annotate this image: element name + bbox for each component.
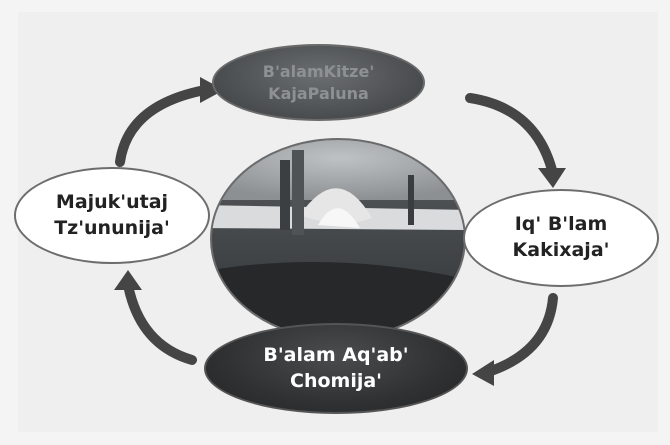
node-right: Iq' B'lam Kakixaja': [463, 189, 659, 287]
node-right-line1: Iq' B'lam: [515, 212, 608, 238]
node-top-line2: KajaPaluna: [268, 83, 369, 105]
node-left-line2: Tz'ununija': [54, 216, 170, 242]
node-left-line1: Majuk'utaj: [56, 190, 168, 216]
node-right-line2: Kakixaja': [513, 238, 610, 264]
node-bottom-line1: B'alam Aq'ab': [263, 343, 408, 369]
node-top: B'alamKitze' KajaPaluna: [212, 44, 425, 121]
node-bottom: B'alam Aq'ab' Chomija': [204, 323, 468, 414]
node-bottom-line2: Chomija': [290, 369, 382, 395]
node-left: Majuk'utaj Tz'ununija': [14, 167, 210, 264]
node-top-line1: B'alamKitze': [263, 61, 374, 83]
